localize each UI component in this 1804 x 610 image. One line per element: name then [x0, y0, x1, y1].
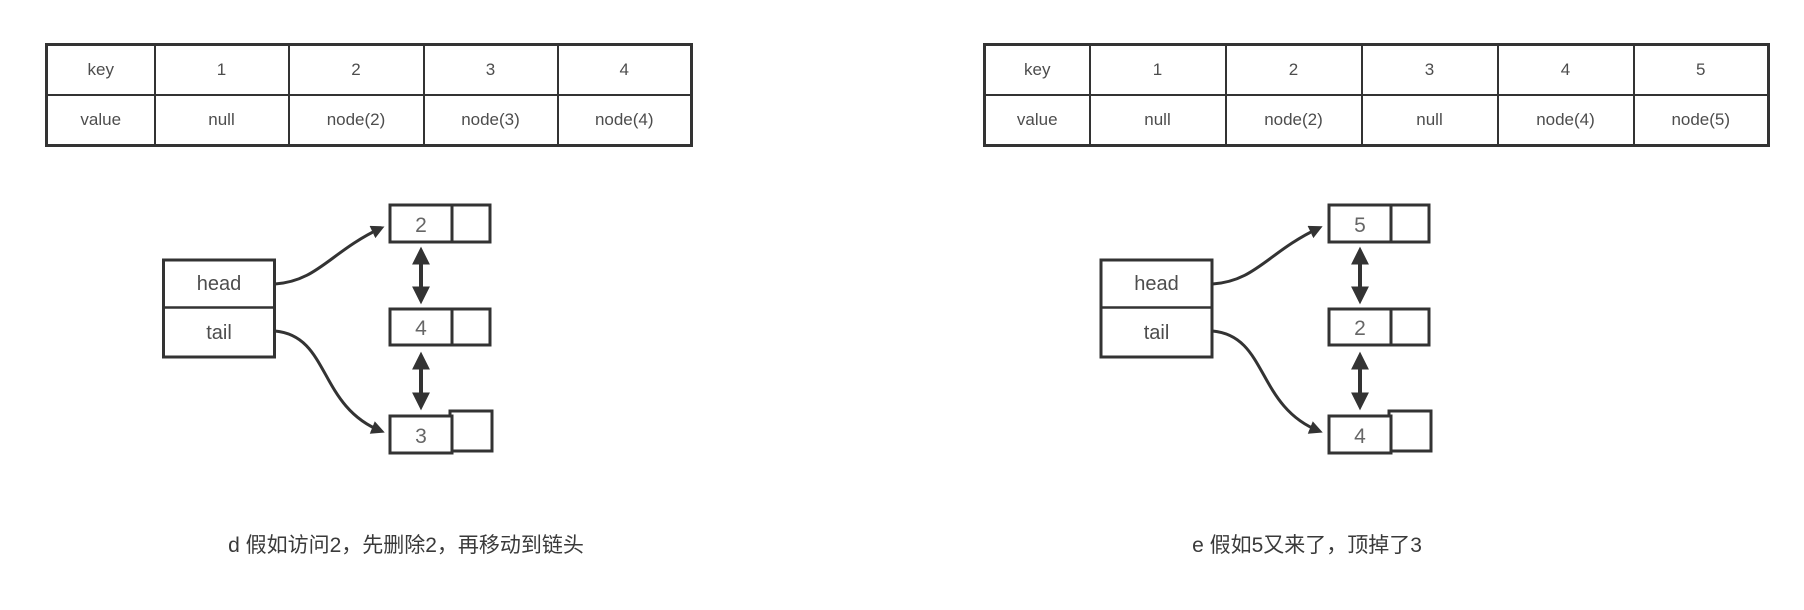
node-value: 4 [1354, 425, 1366, 448]
pointer-box-outline [162, 258, 276, 359]
table-cell: null [1088, 94, 1227, 147]
list-node: 2 [1327, 307, 1431, 347]
table-cell: node(5) [1632, 94, 1770, 147]
row-header-cell: value [45, 94, 156, 147]
node-pointer-cell [1387, 409, 1433, 453]
node-value-cell [388, 203, 454, 244]
head-tail-box: head tail [162, 258, 276, 359]
table-cell: 2 [1224, 43, 1363, 96]
table-cell: null [1360, 94, 1499, 147]
caption-d: d 假如访问2，先删除2，再移动到链头 [228, 534, 584, 557]
table-cell: 2 [287, 43, 425, 96]
caption-e: e 假如5又来了，顶掉了3 [1192, 534, 1422, 557]
list-node: 4 [1327, 409, 1433, 455]
node-value-cell [1327, 203, 1393, 244]
head-pointer-arrow [274, 225, 385, 286]
tail-pointer-arrow [1212, 329, 1323, 434]
node-pointer-cell [450, 307, 492, 347]
node-value: 4 [415, 317, 427, 340]
head-pointer-arrow [1212, 225, 1323, 286]
key-row: key 1 2 3 4 [45, 43, 693, 96]
row-header-cell: value [983, 94, 1091, 147]
node-pointer-cell [450, 203, 492, 244]
node-value-cell [388, 414, 454, 455]
list-node: 2 [388, 203, 492, 244]
table-cell: null [153, 94, 290, 147]
table-cell: 4 [556, 43, 693, 96]
head-label: head [197, 273, 242, 295]
hash-table-e: key 1 2 3 4 5 value null node(2) null no… [983, 43, 1770, 147]
table-cell: 3 [1360, 43, 1499, 96]
node-value: 2 [1354, 317, 1366, 340]
table-cell: node(2) [287, 94, 425, 147]
node-value-cell [1327, 307, 1393, 347]
table-cell: node(3) [422, 94, 559, 147]
node-pointer-cell [1389, 307, 1431, 347]
panel-e: key 1 2 3 4 5 value null node(2) null no… [902, 0, 1804, 610]
value-row: value null node(2) null node(4) node(5) [983, 94, 1770, 147]
key-row: key 1 2 3 4 5 [983, 43, 1770, 96]
tail-pointer-arrow [274, 329, 385, 434]
table-cell: node(4) [1496, 94, 1635, 147]
list-node: 4 [388, 307, 492, 347]
table-cell: 4 [1496, 43, 1635, 96]
row-header-cell: key [983, 43, 1091, 96]
head-label: head [1134, 273, 1179, 295]
panel-d: key 1 2 3 4 value null node(2) node(3) n… [45, 43, 693, 557]
value-row: value null node(2) node(3) node(4) [45, 94, 693, 147]
row-header-cell: key [45, 43, 156, 96]
node-value: 2 [415, 214, 427, 237]
hash-table-d: key 1 2 3 4 value null node(2) node(3) n… [45, 43, 693, 147]
node-pointer-cell [448, 409, 494, 453]
pointer-box-outline [1099, 258, 1214, 359]
list-node: 3 [388, 409, 494, 455]
table-cell: node(4) [556, 94, 693, 147]
node-pointer-cell [1389, 203, 1431, 244]
tail-label: tail [1144, 322, 1170, 344]
table-cell: 5 [1632, 43, 1770, 96]
table-cell: node(2) [1224, 94, 1363, 147]
node-value: 3 [415, 425, 427, 448]
tail-label: tail [206, 322, 232, 344]
table-cell: 3 [422, 43, 559, 96]
node-value-cell [1327, 414, 1393, 455]
table-cell: 1 [1088, 43, 1227, 96]
head-tail-box: head tail [1099, 258, 1214, 359]
node-value: 5 [1354, 214, 1366, 237]
table-cell: 1 [153, 43, 290, 96]
node-value-cell [388, 307, 454, 347]
list-node: 5 [1327, 203, 1431, 244]
